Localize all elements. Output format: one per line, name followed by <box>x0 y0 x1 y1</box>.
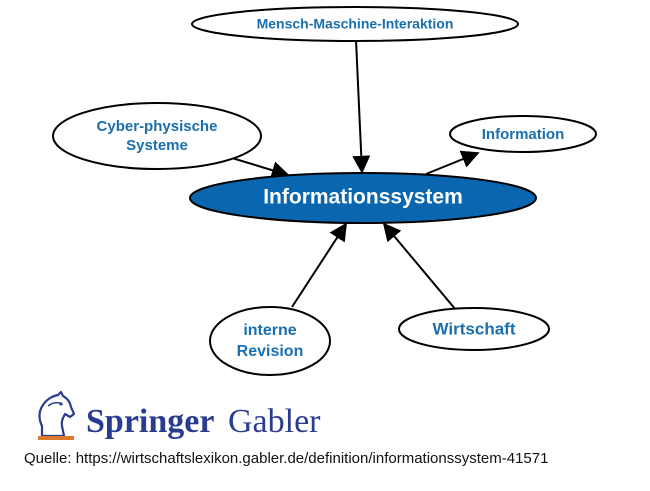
edge-wirtschaft-to-center <box>382 222 457 311</box>
node-information-label: Information <box>482 126 565 143</box>
node-information[interactable]: Information <box>449 115 597 153</box>
node-mmi-label: Mensch-Maschine-Interaktion <box>257 16 454 32</box>
springer-gabler-logo: Springer Gabler <box>38 390 321 440</box>
node-revision-label-line2: Revision <box>237 343 304 360</box>
edge-center-to-information <box>425 150 480 175</box>
node-cps-label-line2: Systeme <box>126 137 188 154</box>
node-mensch-maschine-interaktion[interactable]: Mensch-Maschine-Interaktion <box>191 6 519 42</box>
logo-brand-gabler: Gabler <box>228 403 321 440</box>
source-citation: Quelle: https://wirtschaftslexikon.gable… <box>24 450 549 467</box>
node-wirtschaft[interactable]: Wirtschaft <box>398 307 550 351</box>
chess-knight-icon <box>38 390 76 440</box>
node-cps-label-line1: Cyber-physische <box>97 118 218 135</box>
node-cyber-physische-systeme[interactable]: Cyber-physische Systeme <box>52 102 262 170</box>
edge-revision-to-center <box>291 222 347 308</box>
node-revision-label-line1: interne <box>243 322 296 339</box>
node-interne-revision[interactable]: interne Revision <box>209 306 331 376</box>
edge-mmi-to-center <box>352 39 371 174</box>
edge-cps-to-center <box>231 157 290 179</box>
node-wirtschaft-label: Wirtschaft <box>433 319 516 338</box>
logo-brand-springer: Springer <box>86 403 214 440</box>
center-node[interactable]: Informationssystem <box>189 172 537 224</box>
center-node-label: Informationssystem <box>263 186 463 209</box>
